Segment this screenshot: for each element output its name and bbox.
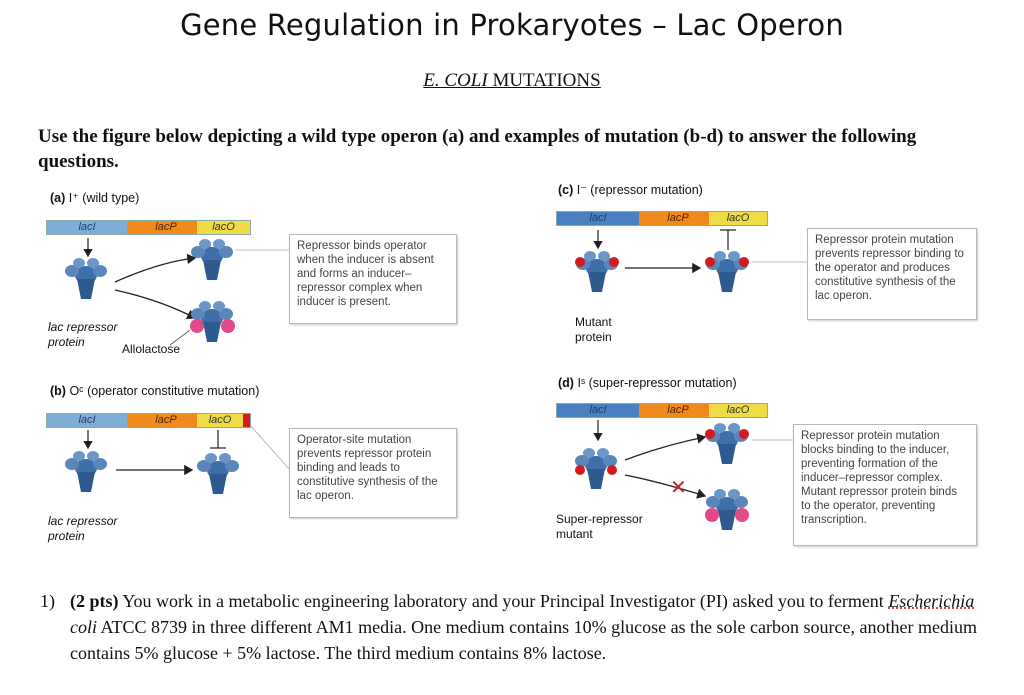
mutation-mark-c1 (575, 257, 585, 267)
panel-d-title: Iˢ (super-repressor mutation) (577, 376, 737, 390)
repressor-icon-b2 (197, 453, 239, 494)
mutation-mark-d3 (705, 429, 715, 439)
repressor-bound-icon-a (191, 239, 233, 280)
inducer-icon-a2 (221, 319, 235, 333)
arrow-d-blocked (624, 474, 707, 499)
mutation-mark-c4 (739, 257, 749, 267)
gene-gap-d (639, 404, 647, 417)
mutant-repressor-icon-c2 (706, 251, 748, 292)
panel-a-label: (a) I⁺ (wild type) (50, 190, 139, 205)
panel-b-letter: (b) (50, 384, 66, 398)
caption-mutant-d: Super-repressor mutant (556, 512, 643, 541)
question-1: 1) (2 pts) You work in a metabolic engin… (40, 588, 1000, 666)
gene-laci-b: lacI (47, 414, 127, 427)
caption-repressor-b: lac repressor protein (48, 514, 118, 543)
inducer-icon-d2 (735, 508, 749, 522)
subtitle-organism: E. COLI (423, 70, 488, 91)
gene-laci-d: lacI (557, 404, 639, 417)
gene-laco-b: lacO (197, 414, 243, 427)
gene-laco-a: lacO (197, 221, 250, 234)
repressor-icon-b (65, 451, 107, 492)
panel-c-label: (c) I⁻ (repressor mutation) (558, 182, 703, 197)
gene-laco-d: lacO (709, 404, 767, 417)
allolactose-pointer (169, 329, 191, 346)
operon-bar-b: lacI lacP lacO (46, 413, 251, 428)
question-text-1: You work in a metabolic engineering labo… (118, 591, 889, 611)
question-points: (2 pts) (70, 591, 119, 611)
panel-d-letter: (d) (558, 376, 574, 390)
inducer-icon-a1 (190, 319, 204, 333)
gene-gap-b (127, 414, 135, 427)
section-subtitle: E. COLI MUTATIONS (0, 70, 1024, 92)
note-box-d: Repressor protein mutation blocks bindin… (793, 424, 977, 546)
mutation-mark-d2 (607, 465, 617, 475)
gene-laco-c: lacO (709, 212, 767, 225)
operon-bar-a: lacI lacP lacO (46, 220, 251, 235)
organism-species: coli (70, 617, 97, 637)
mutation-mark-d4 (739, 429, 749, 439)
caption-repressor-a: lac repressor protein (48, 320, 118, 349)
note-box-c: Repressor protein mutation prevents repr… (807, 228, 977, 320)
instructions: Use the figure below depicting a wild ty… (38, 126, 917, 172)
mutation-mark-d1 (575, 465, 585, 475)
panel-a-title: I⁺ (wild type) (68, 191, 140, 205)
repressor-bound-icon-d (706, 423, 748, 464)
mutation-mark-c2 (609, 257, 619, 267)
gene-laci-c: lacI (557, 212, 639, 225)
page-title: Gene Regulation in Prokaryotes – Lac Ope… (180, 8, 844, 42)
arrow-d-bind (624, 433, 707, 461)
caption-allolactose: Allolactose (122, 342, 181, 356)
panel-c-letter: (c) (558, 183, 574, 197)
operon-bar-c: lacI lacP lacO (556, 211, 768, 226)
gene-laci-a: lacI (47, 221, 127, 234)
panel-d-label: (d) Iˢ (super-repressor mutation) (558, 376, 737, 390)
question-body: (2 pts) You work in a metabolic engineer… (70, 588, 1000, 666)
operator-mutation-mark (243, 414, 250, 427)
mutation-mark-c3 (705, 257, 715, 267)
arrow-a-complex (114, 289, 197, 320)
note-box-a: Repressor binds operator when the induce… (289, 234, 457, 324)
note-box-b: Operator-site mutation prevents represso… (289, 428, 457, 518)
question-text-2: ATCC 8739 in three different AM1 media. … (70, 617, 977, 663)
arrow-a-bind (114, 253, 197, 283)
gene-gap-a (127, 221, 135, 234)
gene-lacp-b: lacP (135, 414, 197, 427)
panel-b-label: (b) Oᶜ (operator constitutive mutation) (50, 384, 259, 398)
callout-line-b (249, 424, 291, 471)
panel-c-title: I⁻ (repressor mutation) (576, 183, 703, 197)
gene-lacp-d: lacP (647, 404, 709, 417)
caption-mutant-c: Mutant protein (575, 315, 612, 344)
subtitle-text: MUTATIONS (487, 70, 601, 91)
repressor-icon-a (65, 258, 107, 299)
operon-bar-d: lacI lacP lacO (556, 403, 768, 418)
panel-b-title: Oᶜ (operator constitutive mutation) (69, 384, 260, 398)
panel-a-letter: (a) (50, 191, 66, 205)
gene-gap-c (639, 212, 647, 225)
gene-lacp-c: lacP (647, 212, 709, 225)
question-number: 1) (40, 591, 55, 611)
blocked-x-icon: ✕ (670, 477, 687, 499)
organism-genus: Escherichia (888, 591, 975, 611)
inducer-icon-d1 (705, 508, 719, 522)
gene-lacp-a: lacP (135, 221, 197, 234)
mutant-repressor-icon-c (576, 251, 618, 292)
